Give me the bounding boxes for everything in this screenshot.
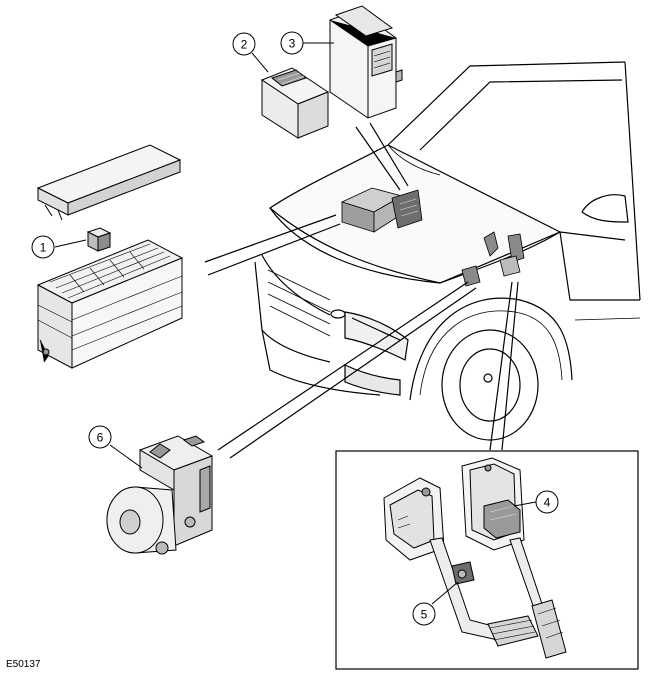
leader-abs-1 (217, 281, 469, 451)
leader-pedal-2 (501, 281, 519, 451)
callout-1: 1 (31, 235, 87, 259)
callout-5: 5 (412, 581, 459, 626)
callout-5-number: 5 (421, 608, 428, 622)
callout-2: 2 (232, 32, 269, 73)
vehicle-pedal-marks (461, 231, 525, 287)
leader-fusebox-1 (204, 214, 337, 263)
callout-6: 6 (88, 425, 143, 469)
callout-1-number: 1 (40, 241, 47, 255)
leader-pedal-1 (489, 281, 513, 451)
leader-ecm-2 (369, 122, 409, 187)
leader-fusebox-2 (207, 223, 341, 276)
abs-modulator-component (106, 435, 214, 555)
vehicle-module-cluster (340, 187, 423, 233)
figure-id-label: E50137 (6, 659, 41, 670)
module-3-component (329, 5, 403, 119)
fuse-box-component (36, 144, 184, 369)
callout-3: 3 (280, 31, 334, 55)
callout-4: 4 (513, 490, 559, 514)
callout-4-number: 4 (544, 496, 551, 510)
callout-6-number: 6 (97, 431, 104, 445)
callout-2-number: 2 (241, 38, 248, 52)
pedal-assembly-component (383, 457, 567, 659)
leader-ecm-1 (355, 126, 401, 191)
leader-abs-2 (229, 287, 477, 459)
leader-lines (204, 122, 519, 459)
callout-3-number: 3 (289, 37, 296, 51)
module-2-component (260, 67, 330, 139)
